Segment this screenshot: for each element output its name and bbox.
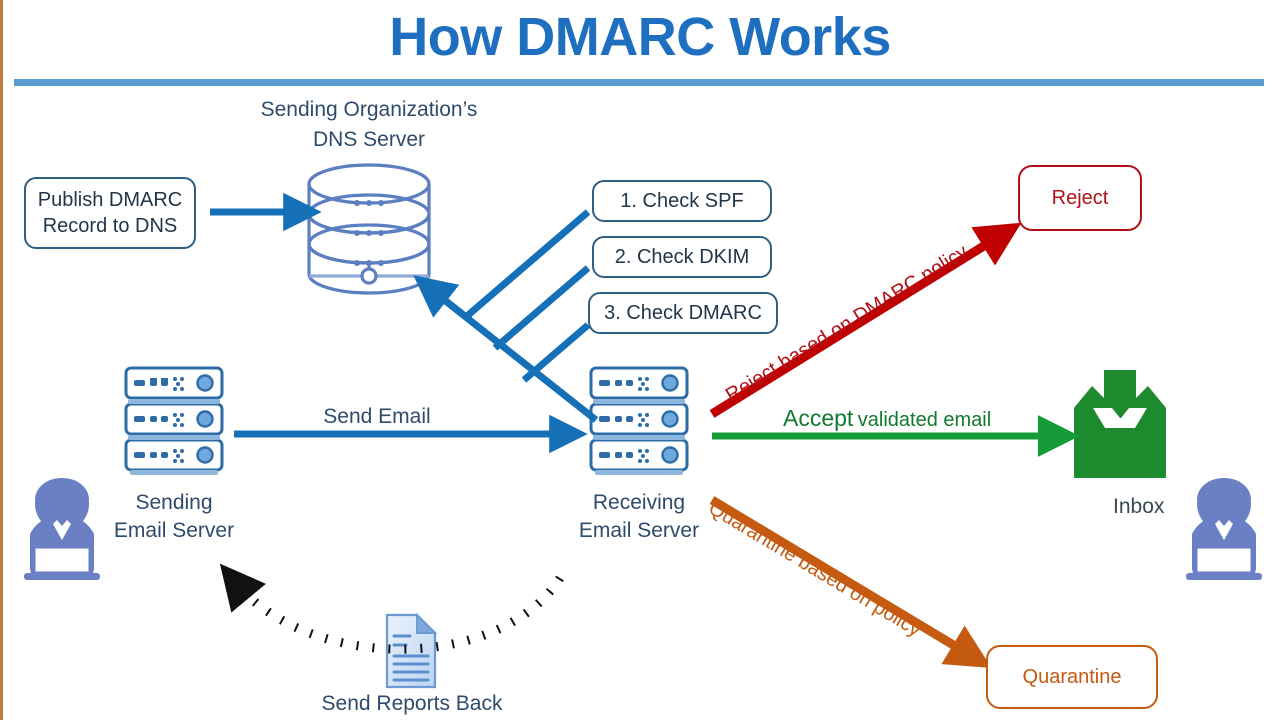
title-divider [14,79,1264,86]
receiving-server-label-line2: Email Server [578,519,700,542]
send-reports-back-label: Send Reports Back [321,692,503,715]
accept-flow-label-strong: Accept [783,405,854,431]
check-spf-box[interactable]: 1. Check SPF [592,180,772,222]
inbox-tray-icon [1074,370,1166,478]
check-dkim-box[interactable]: 2. Check DKIM [592,236,772,278]
accept-flow-label-rest: validated email [857,409,992,431]
receiving-server-label-line1: Receiving [592,491,686,514]
arrow-reject [709,222,1022,418]
arrow-dns-lookup-group [440,209,599,423]
quarantine-box[interactable]: Quarantine [986,645,1158,709]
page-title: How DMARC Works [389,7,891,67]
dns-server-label-line2: DNS Server [312,128,426,151]
publish-dmarc-box[interactable]: Publish DMARC Record to DNS [24,177,196,249]
sending-server-label-line1: Sending [135,491,213,514]
dns-server-label-line1: Sending Organization’s [260,98,478,121]
arrow-quarantine [709,496,992,668]
sending-server-icon [124,366,224,475]
send-email-label: Send Email [323,405,431,428]
arrow-dns-lookup-head [413,275,473,323]
recipient-person-icon [1186,468,1262,580]
inbox-label: Inbox [1113,495,1165,518]
receiving-server-icon [589,366,689,475]
reject-box[interactable]: Reject [1018,165,1142,231]
left-edge-rule [0,0,3,720]
dns-icon-dots [354,200,384,266]
sender-person-icon [24,468,100,580]
sending-server-label-line2: Email Server [113,519,235,542]
check-dmarc-box[interactable]: 3. Check DMARC [588,292,778,334]
accept-flow-label: Accept validated email [783,405,991,432]
dns-server-icon [307,163,431,295]
report-document-icon [385,612,438,689]
